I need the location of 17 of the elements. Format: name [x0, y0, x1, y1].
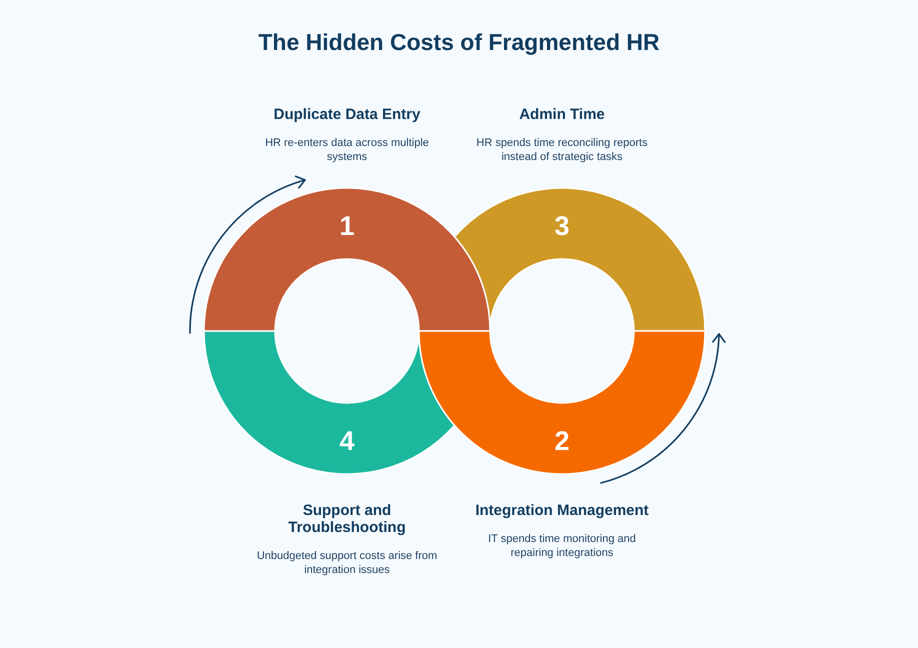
step-description: HR re-enters data across multiple systems [264, 136, 430, 164]
step-description: Unbudgeted support costs arise from integration issues [256, 549, 438, 577]
title: The Hidden Costs of Fragmented HR [258, 28, 660, 56]
ring-segment [454, 188, 705, 331]
ring-segment [204, 331, 455, 474]
step-number: 3 [554, 211, 570, 241]
step-description: HR spends time reconciling reports instead of strategic tasks [475, 136, 649, 164]
step-description: IT spends time monitoring and repairing integrations [487, 532, 637, 560]
step-number: 1 [339, 211, 355, 241]
step-heading: Integration Management [475, 502, 649, 519]
ring-segment [419, 331, 705, 474]
step-heading: Support and Troubleshooting [287, 502, 407, 536]
step-number: 4 [339, 426, 355, 456]
step-heading: Duplicate Data Entry [274, 106, 420, 123]
step-heading: Admin Time [519, 106, 605, 123]
ring-segment [204, 188, 490, 331]
step-number: 2 [554, 426, 570, 456]
